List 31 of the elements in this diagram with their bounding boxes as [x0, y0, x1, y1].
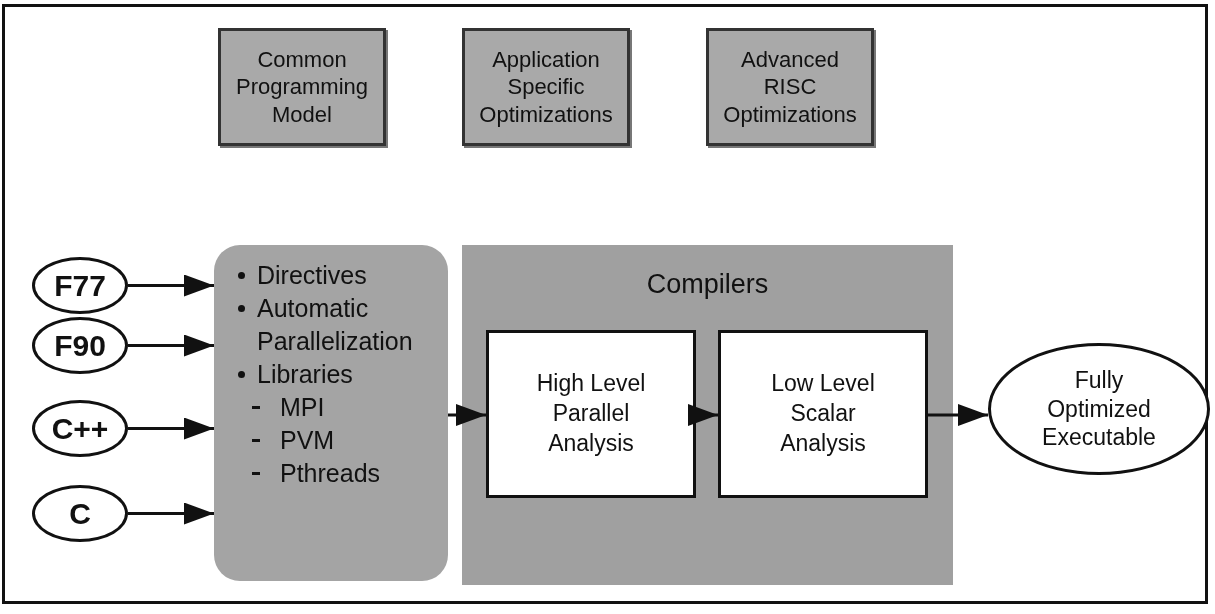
analysis-box	[486, 330, 696, 498]
node-label: F90	[54, 328, 106, 363]
node-label: F77	[54, 268, 106, 303]
compiler-group-panel	[462, 245, 953, 585]
arrow	[128, 274, 214, 297]
process-box	[462, 28, 630, 146]
node-label: Fully Optimized Executable	[1041, 365, 1157, 453]
analysis-box	[718, 330, 928, 498]
arrow	[128, 334, 214, 357]
node-label: Low Level Scalar Analysis	[770, 369, 876, 458]
group-title: Compilers	[645, 269, 770, 300]
process-box	[218, 28, 386, 146]
process-box	[706, 28, 874, 146]
list-item: Automatic Parallelization	[257, 293, 414, 357]
node-label: High Level Parallel Analysis	[535, 369, 647, 458]
node-label: Common Programming Model	[234, 45, 369, 129]
sub-list-item: Pthreads	[280, 458, 381, 489]
arrow	[128, 417, 214, 440]
node-label: C++	[51, 411, 109, 446]
list-item: Libraries	[257, 359, 353, 390]
node-label: Application Specific Optimizations	[478, 45, 614, 129]
sub-list-item: MPI	[280, 392, 325, 423]
arrow	[448, 404, 486, 426]
sub-list-item: PVM	[280, 425, 335, 456]
arrow	[928, 404, 988, 426]
feature-list-panel	[214, 245, 448, 581]
arrow	[128, 502, 214, 525]
node-label: Advanced RISC Optimizations	[722, 45, 858, 129]
list-item: Directives	[257, 260, 367, 291]
arrow	[688, 404, 718, 426]
node-label: C	[69, 496, 91, 531]
